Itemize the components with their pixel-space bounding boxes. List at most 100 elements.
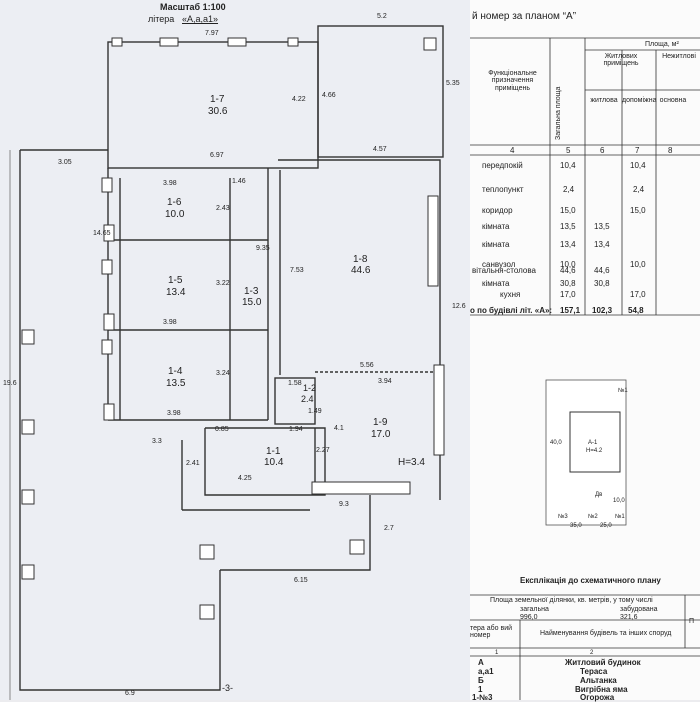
litera-prefix: літера [148,14,175,24]
row-name: теплопункт [482,185,524,194]
room-1-3-area: 15.0 [242,297,262,308]
dim-label: 3.98 [167,410,181,417]
site-label: А-1 [588,440,598,446]
bottom-col-number: 1 [495,650,499,656]
dim-label: 1.94 [289,426,303,433]
row-total: 2,4 [563,185,575,194]
col-number: 6 [600,146,605,155]
room-1-2-area: 2.4 [301,394,314,404]
building-code: 1 [478,685,483,694]
row-aux: 10,0 [630,260,646,269]
dim-label: 3.05 [58,159,72,166]
dim-label: 4.57 [373,146,387,153]
col-number: 4 [510,146,515,155]
building-code: Б [478,676,484,685]
dim-label: 3.24 [216,370,230,377]
room-1-6-area: 10.0 [165,209,185,220]
room-1-4-area: 13.5 [166,378,186,389]
building-name: Житловий будинок [565,658,641,667]
row-aux: 15,0 [630,206,646,215]
site-label: №1 [618,388,628,394]
room-1-7-id: 1-7 [210,94,225,105]
dim-label: 5.56 [360,362,374,369]
site-label: H=4.2 [586,448,603,454]
dim-label: 9.3 [339,501,349,508]
living-header: Житлових приміщень [603,53,639,68]
dim-label: 6.15 [294,577,308,584]
room-1-5-area: 13.4 [166,287,186,298]
row-aux: 10,4 [630,161,646,170]
dim-label: 2.27 [316,447,330,454]
row-name: кімната [482,222,510,231]
row-name: передпокій [482,161,523,170]
room-1-3-id: 1-3 [244,286,259,297]
dim-label: 6.97 [210,152,224,159]
room-1-8-area: 44.6 [351,265,371,276]
row-total: 13,4 [560,240,576,249]
dim-label: 2.41 [186,460,200,467]
dim-label: 3.94 [378,378,392,385]
room-1-9-id: 1-9 [373,417,388,428]
row-name: санвузол [482,260,516,269]
dim-label: 7.97 [205,30,219,37]
room-1-1-area: 10.4 [264,457,284,468]
litera-value: «А,а,а1» [182,14,219,24]
row-total: 10,4 [560,161,576,170]
col-number: 8 [668,146,673,155]
row-total: 30,8 [560,279,576,288]
site-label: №3 [558,514,568,520]
dim-label: 2.7 [384,525,394,532]
site-label: 10,0 [613,498,625,504]
room-1-8-id: 1-8 [353,254,368,265]
doc-header: й номер за планом “А” [472,11,577,22]
row-aux: 2,4 [633,185,645,194]
site-label: 35,0 [570,523,582,529]
dim-label: 1.46 [232,178,246,185]
row-living: 13,5 [594,222,610,231]
dim-label: 4.66 [322,92,336,99]
nonliving-header: Нежитлові [662,53,696,60]
dim-label: 4.25 [238,475,252,482]
row-aux: 17,0 [630,290,646,299]
land-built-label: забудована [620,606,658,613]
building-code: 1-№3 [472,693,493,702]
total-row-living: 102,3 [592,306,613,315]
dim-label: 19.6 [3,380,17,387]
dim-label: 0.85 [215,426,229,433]
dim-label: 3.98 [163,180,177,187]
room-1-6-id: 1-6 [167,197,182,208]
site-label: 25,0 [600,523,612,529]
area-header: Площа, м² [645,41,679,48]
row-name: вітальня-столова [472,266,536,275]
dim-label: 4.22 [292,96,306,103]
row-total: 15,0 [560,206,576,215]
site-label: 40,0 [550,440,562,446]
page-number: -3- [222,683,233,693]
dim-label: 5.2 [377,13,387,20]
room-1-9-area: 17.0 [371,429,391,440]
building-name: Альтанка [580,676,617,685]
row-living: 44,6 [594,266,610,275]
site-label: №2 [588,514,598,520]
dim-label: 2.43 [216,205,230,212]
sub-main-header: основна [659,97,687,104]
explication-title: Експлікація до схематичного плану [520,576,661,585]
room-1-7-walls [107,41,319,169]
floor-plan-drawing [9,25,445,700]
dim-label: 12.6 [452,303,466,310]
dim-label: 14.65 [93,230,111,237]
col-number: 7 [635,146,640,155]
room-table-grid [470,37,700,700]
row-living: 30,8 [594,279,610,288]
dim-label: 3.22 [216,280,230,287]
room-1-7-area: 30.6 [208,106,228,117]
row-total: 13,5 [560,222,576,231]
row-name: кімната [482,279,510,288]
terrace-upper-walls [317,25,444,158]
land-extra: П [689,618,695,625]
purpose-header: Функціональне призначення приміщень [488,70,537,92]
room-1-5-id: 1-5 [168,275,183,286]
building-code: А [478,658,484,667]
row-name: кімната [482,240,510,249]
row-total: 10,0 [560,260,576,269]
